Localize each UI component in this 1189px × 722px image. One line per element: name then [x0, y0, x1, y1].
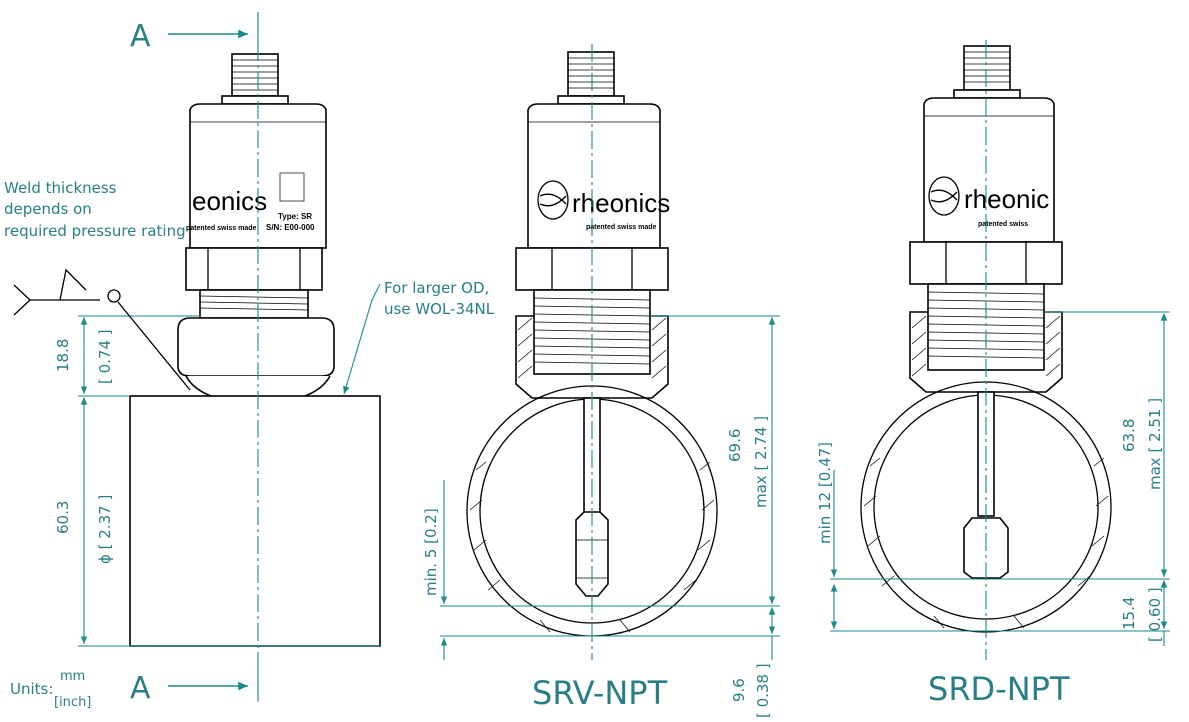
weld-note-line2: depends on	[4, 200, 92, 218]
dim-60-3-mm: 60.3	[54, 501, 72, 534]
section-marker-top: A	[130, 19, 151, 54]
brand-label-srd: rheonic	[964, 184, 1049, 214]
od-note-line1: For larger OD,	[384, 279, 489, 297]
dim-63-8-mm: 63.8	[1120, 419, 1138, 452]
srd-view: rheonic patented swiss	[816, 40, 1170, 708]
brand-label-left: eonics	[192, 186, 267, 216]
model-srv-label: SRV-NPT	[532, 674, 668, 712]
dim-69-6-in: max [ 2.74 ]	[752, 416, 770, 508]
units-inch: [inch]	[54, 695, 91, 710]
weld-fitting-left	[177, 317, 335, 377]
dim-min12-text: min 12 [0.47]	[816, 442, 834, 544]
dim-18-8-in: [ 0.74 ]	[96, 329, 114, 384]
dim-9-6-mm: 9.6	[730, 678, 748, 702]
dim-15-4-mm: 15.4	[1120, 597, 1138, 630]
units-mm: mm	[60, 669, 85, 684]
connector-srv	[567, 51, 615, 97]
model-srd-label: SRD-NPT	[928, 670, 1070, 708]
dim-63-8-in: max [ 2.51 ]	[1146, 398, 1164, 490]
dim-60-3-in: ϕ [ 2.37 ]	[96, 495, 114, 564]
dim-15-4-in: [ 0.60 ]	[1146, 587, 1164, 642]
weld-note-line3: required pressure rating	[4, 222, 186, 240]
sn-label: S/N: E00-000	[266, 223, 315, 232]
label-box	[279, 172, 305, 202]
hex-nut-left	[185, 247, 323, 291]
pipe-side	[129, 395, 381, 647]
od-note-line2: use WOL-34NL	[384, 300, 495, 318]
dim-18-8-mm: 18.8	[54, 339, 72, 372]
patented-label-left: patented swiss made	[186, 225, 257, 232]
units-label: Units:	[10, 680, 53, 698]
dim-min5-text: min. 5 [0.2]	[422, 508, 440, 596]
brand-label-srv: rheonics	[572, 188, 670, 218]
connector-left	[231, 53, 279, 97]
type-label: Type: SR	[278, 212, 312, 221]
dim-69-6-mm: 69.6	[726, 429, 744, 462]
sensor-body-srv	[527, 103, 661, 249]
left-view: A A eonics Type: SR S/N: E00-000 patente…	[4, 12, 495, 710]
dim-9-6-in: [ 0.38 ]	[754, 663, 772, 718]
connector-srd	[963, 45, 1011, 91]
weld-note-line1: Weld thickness	[4, 179, 117, 197]
rheonics-logo-icon-2	[928, 176, 960, 216]
section-marker-bottom: A	[130, 671, 151, 706]
rheonics-logo-icon	[537, 180, 569, 220]
srv-view: rheonics patented swiss made	[422, 44, 780, 718]
patented-label-srv: patented swiss made	[586, 224, 657, 231]
patented-label-srd: patented swiss	[978, 221, 1028, 228]
